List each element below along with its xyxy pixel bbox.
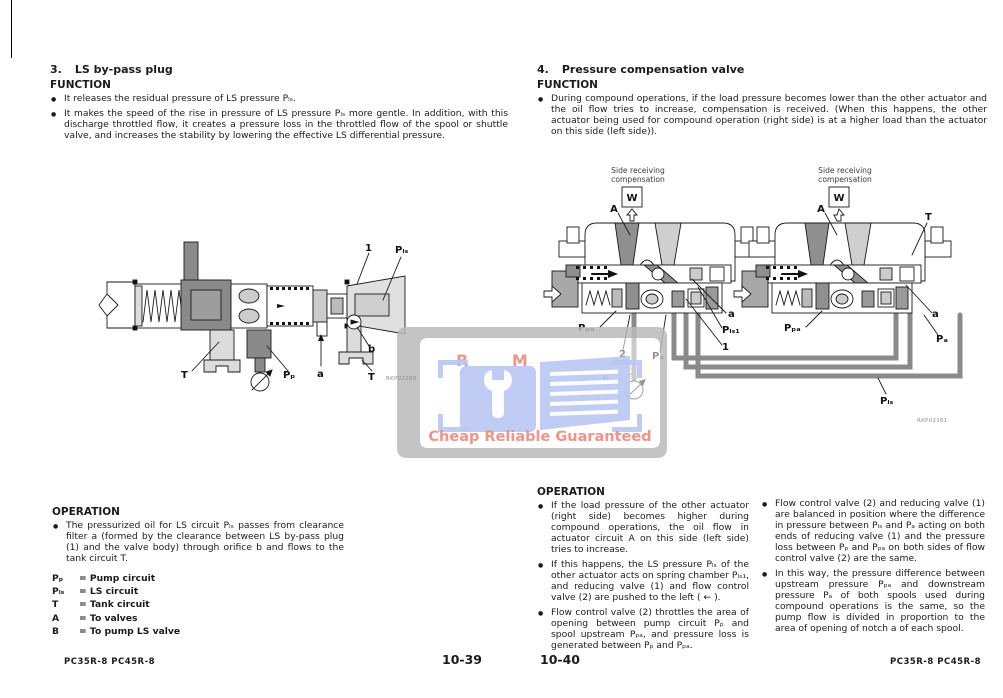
bullet-item: It makes the speed of the rise in pressu…: [50, 108, 508, 141]
pump-port-label: Pₚ: [283, 370, 295, 381]
section-title-left: 3. LS by-pass plug: [50, 63, 508, 76]
bullet-item: Flow control valve (2) and reducing valv…: [761, 498, 985, 564]
operation-bullets-col2: Flow control valve (2) and reducing valv…: [761, 498, 985, 634]
section-title-right: 4. Pressure compensation valve: [537, 63, 987, 76]
footer-page-left: 10-39: [442, 652, 482, 667]
right-operation-col1: OPERATION If the load pressure of the ot…: [537, 483, 749, 651]
bullet-item: In this way, the pressure difference bet…: [761, 568, 985, 634]
notch-a-label: a: [728, 309, 735, 320]
pressure-compensation-valve-diagram: Side receiving compensation Side receivi…: [540, 163, 985, 437]
function-heading-left: FUNCTION: [50, 79, 111, 91]
plug-number-label: 1: [365, 243, 372, 254]
bullet-item: If the load pressure of the other actuat…: [537, 500, 749, 555]
pa-label: Pₐ: [936, 334, 948, 345]
ppa-label: Pₚₐ: [784, 323, 801, 334]
orifice-b-label: b: [368, 344, 375, 355]
actuator-a-label: A: [610, 204, 618, 215]
caption-compensation: compensation: [818, 175, 872, 184]
function-heading-right: FUNCTION: [537, 79, 598, 91]
function-bullets-left: It releases the residual pressure of LS …: [50, 93, 508, 141]
caption-side-receiving: Side receiving: [818, 166, 872, 175]
operation-bullets-col1: If the load pressure of the other actuat…: [537, 500, 749, 651]
function-bullets-right: During compound operations, if the load …: [537, 93, 987, 137]
bullet-item: During compound operations, if the load …: [537, 93, 987, 137]
ppa-label: Pₚₐ: [578, 323, 595, 334]
actuator-a-label: A: [817, 204, 825, 215]
bullet-item: The pressurized oil for LS circuit Pₗₛ p…: [52, 520, 344, 564]
section-name: LS by-pass plug: [74, 63, 173, 76]
legend-list: Pₚ= Pump circuit Pₗₛ= LS circuit T= Tank…: [52, 572, 344, 638]
work-port-w-label: W: [833, 193, 844, 204]
legend-row: A= To valves: [52, 612, 138, 624]
figure-code-left: RKP02280: [386, 376, 417, 382]
flow-control-valve-label: 2: [619, 349, 626, 360]
work-port-w-label: W: [626, 193, 637, 204]
ls-bypass-plug-diagram: 1 Pₗₛ T Pₚ a b T: [95, 230, 430, 404]
tank2-port-label: T: [368, 372, 375, 383]
section-number: 3.: [50, 63, 62, 76]
operation-bullets-left: The pressurized oil for LS circuit Pₗₛ p…: [52, 520, 344, 564]
left-page-header: 3. LS by-pass plug FUNCTION It releases …: [50, 63, 508, 141]
filter-a-label: a: [317, 369, 324, 380]
pa-label: Pₐ: [652, 351, 664, 362]
pls-label: Pₗₛ: [880, 396, 894, 407]
watermark-brand: R M: [456, 351, 547, 370]
bullet-item: Flow control valve (2) throttles the are…: [537, 607, 749, 651]
operation-heading-right: OPERATION: [537, 486, 605, 498]
footer-models-right: PC35R-8 PC45R-8: [890, 657, 982, 667]
pp-label: Pₚ: [602, 376, 614, 387]
section-name: Pressure compensation valve: [561, 63, 745, 76]
tank-port-label: T: [181, 370, 188, 381]
caption-compensation: compensation: [611, 175, 665, 184]
operation-heading-left: OPERATION: [52, 506, 120, 518]
section-number: 4.: [537, 63, 549, 76]
tank-t-label: T: [925, 212, 932, 223]
legend-row: T= Tank circuit: [52, 599, 150, 611]
bullet-item: It releases the residual pressure of LS …: [50, 93, 508, 105]
reducing-valve-label: 1: [722, 342, 729, 353]
legend-row: B= To pump LS valve: [52, 625, 181, 637]
pls1-label: Pₗₛ₁: [722, 325, 740, 336]
scan-edge-line: [11, 0, 12, 58]
legend-row: Pₗₛ= LS circuit: [52, 586, 139, 598]
bullet-item: If this happens, the LS pressure Pₗₛ of …: [537, 559, 749, 603]
notch-a-label: a: [932, 309, 939, 320]
right-operation-col2: Flow control valve (2) and reducing valv…: [761, 498, 985, 634]
legend-row: Pₚ= Pump circuit: [52, 573, 156, 584]
caption-side-receiving: Side receiving: [611, 166, 665, 175]
footer-models-left: PC35R-8 PC45R-8: [64, 657, 156, 667]
figure-code-right: RKP02161: [917, 418, 948, 424]
left-operation-section: OPERATION The pressurized oil for LS cir…: [52, 503, 344, 638]
footer-page-right: 10-40: [540, 652, 580, 667]
pls-port-label: Pₗₛ: [395, 245, 409, 256]
right-page-header: 4. Pressure compensation valve FUNCTION …: [537, 63, 987, 137]
